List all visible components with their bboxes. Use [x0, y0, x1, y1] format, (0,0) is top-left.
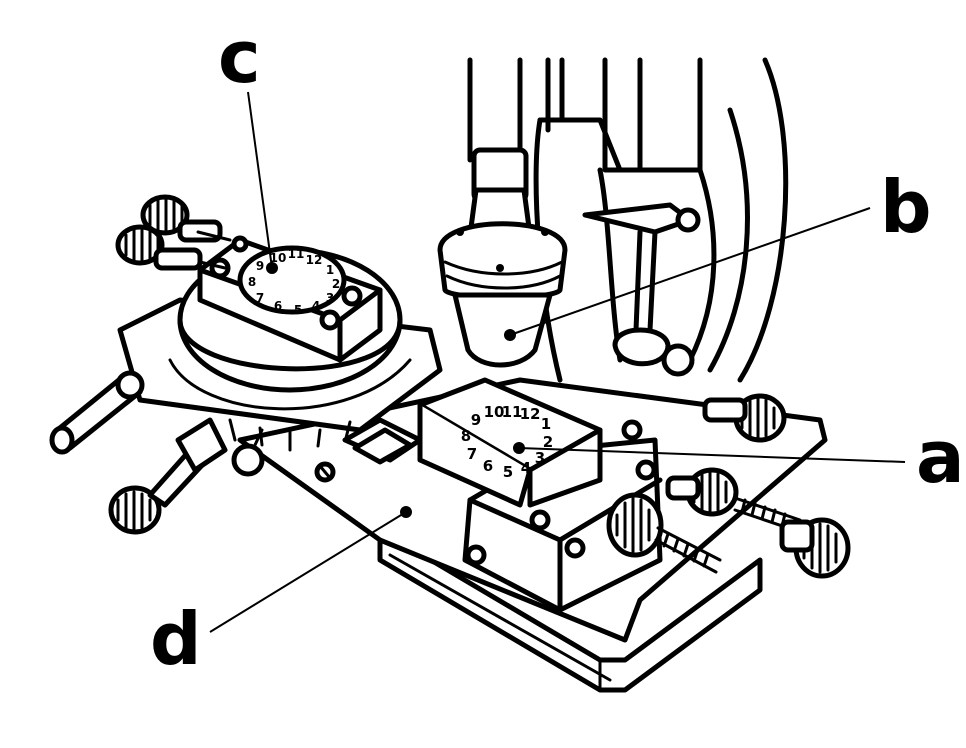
dial-c-8: 8: [248, 275, 256, 289]
knob-top-left-1: [140, 194, 223, 243]
dial-c-1: 1: [326, 263, 334, 277]
dial-a-4: 4: [521, 459, 531, 477]
leader-line-a: [518, 447, 906, 463]
knob-right-middle: [665, 467, 802, 534]
dial-c-12: 12: [306, 253, 323, 267]
spindle-column: [467, 57, 789, 383]
dial-a-11: 11: [502, 403, 523, 421]
dial-c-7: 7: [256, 291, 264, 305]
label-b: b: [880, 165, 932, 249]
knurled-knobs: [49, 194, 851, 579]
cross-slide: [342, 377, 663, 613]
leader-line-d: [209, 511, 407, 633]
spindle-collet: [437, 147, 568, 368]
dial-c-5: 5: [294, 303, 302, 317]
leader-lines: [209, 91, 906, 633]
knob-top-left-2: [115, 224, 203, 271]
dial-a-8: 8: [461, 427, 471, 445]
rotary-table: [117, 235, 443, 452]
dial-c-6: 6: [274, 299, 282, 313]
dial-a-10: 10: [484, 403, 505, 421]
dial-a-9: 9: [471, 411, 481, 429]
dial-c-3: 3: [326, 291, 334, 305]
knob-right-top: [702, 393, 787, 443]
lever-handle-left: [49, 370, 145, 455]
dial-a-7: 7: [467, 445, 477, 463]
dial-a-3: 3: [535, 449, 545, 467]
dial-c-2: 2: [332, 277, 340, 291]
knob-lower-left: [108, 417, 228, 535]
point-d: [400, 506, 412, 518]
clamp-knob-small: [231, 428, 265, 477]
dial-a-5: 5: [503, 463, 513, 481]
knob-front-middle: [606, 492, 722, 574]
knob-far-right: [779, 517, 851, 579]
point-b: [504, 329, 516, 341]
dial-a-12: 12: [520, 405, 541, 423]
dial-a-1: 1: [541, 415, 551, 433]
depth-stop-arm: [582, 202, 701, 377]
dial-c-4: 4: [312, 299, 320, 313]
rotary-table-dial: 11 12 1 2 3 4 5 6 7 8 9 10: [248, 247, 340, 317]
label-a: a: [916, 415, 965, 499]
label-c: c: [218, 15, 261, 99]
dial-c-9: 9: [256, 259, 264, 273]
dial-a-2: 2: [543, 433, 553, 451]
label-d: d: [150, 597, 202, 681]
leader-line-b: [509, 207, 871, 336]
dial-c-11: 11: [288, 247, 305, 261]
dial-c-10: 10: [270, 251, 287, 265]
dial-a-6: 6: [483, 457, 493, 475]
leader-line-c: [247, 91, 273, 269]
